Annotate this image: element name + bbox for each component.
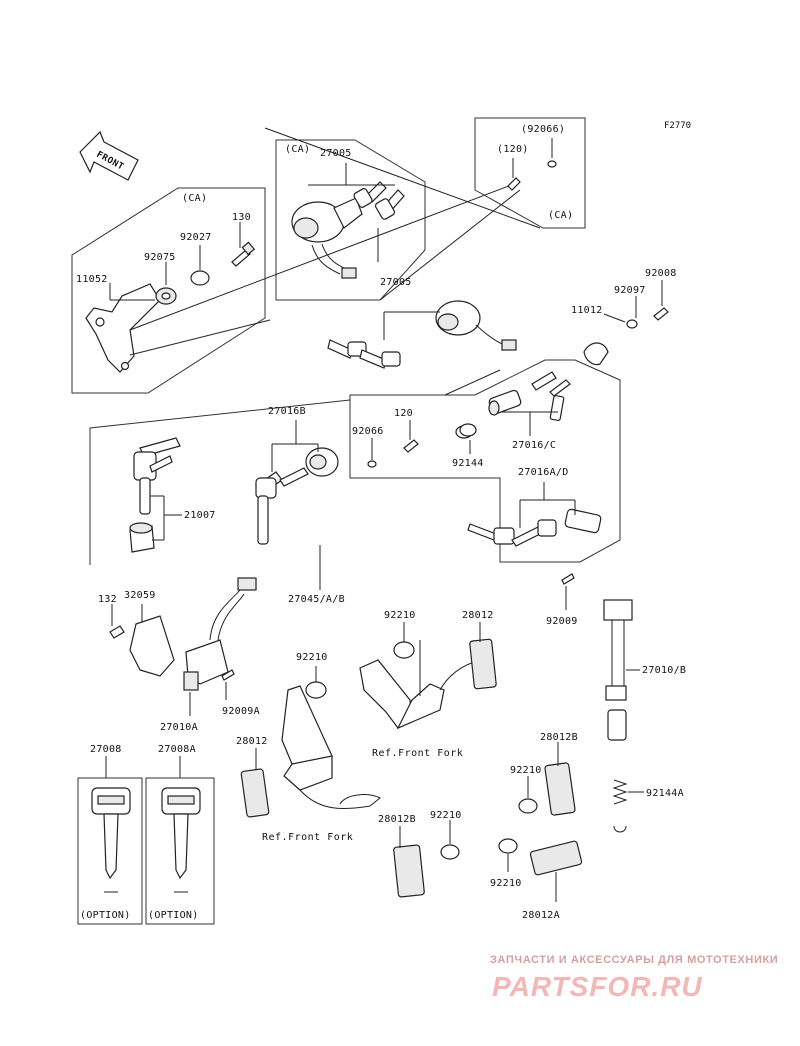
label-92009a: 92009A <box>222 706 260 717</box>
bracket-11012 <box>583 342 609 366</box>
label-27010b: 27010/B <box>642 665 686 676</box>
label-132: 132 <box>98 594 117 605</box>
label-92210-a: 92210 <box>384 610 416 621</box>
group-92066-120: (92066) (120) (CA) <box>474 117 586 229</box>
label-27016c: 27016/C <box>512 440 556 451</box>
group-11052: (CA) 11052 92075 92027 130 <box>71 187 266 394</box>
label-92009: 92009 <box>546 616 578 627</box>
collar-92027 <box>190 270 210 286</box>
group-21007: 21007 <box>89 399 351 565</box>
group-28012b: 28012B 92210 92144A <box>510 732 684 833</box>
label-27016b: 27016B <box>268 406 306 417</box>
group-27010b: 27010/B <box>603 599 686 741</box>
label-92210-d: 92210 <box>430 810 462 821</box>
note-ca-2: (CA) <box>285 144 310 155</box>
label-27016ad: 27016A/D <box>518 467 569 478</box>
label-27010a: 27010A <box>160 722 198 733</box>
label-11052: 11052 <box>76 274 108 285</box>
group-bottom-pads: 28012B 92210 92210 28012A <box>378 810 583 921</box>
label-28012b-b: 28012B <box>378 814 416 825</box>
bolt-130 <box>231 249 251 267</box>
label-92027: 92027 <box>180 232 212 243</box>
label-92066-a: (92066) <box>521 124 565 135</box>
label-21007: 21007 <box>184 510 216 521</box>
group-11012: 11012 92097 92008 <box>571 268 677 366</box>
label-28012-a: 28012 <box>462 610 494 621</box>
group-27016-main <box>327 300 517 369</box>
group-27008: 27008 27008A (OPTION) (OPTION) <box>77 744 215 925</box>
note-ca-1: (CA) <box>182 193 207 204</box>
label-28012a: 28012A <box>522 910 560 921</box>
label-92075: 92075 <box>144 252 176 263</box>
connector-27010b <box>603 599 633 621</box>
label-92210-e: 92210 <box>490 878 522 889</box>
label-92144: 92144 <box>452 458 484 469</box>
watermark: ЗАПЧАСТИ И АКСЕССУАРЫ ДЛЯ МОТОТЕХНИКИ PA… <box>490 954 778 1002</box>
ref-front-fork-1: Ref.Front Fork <box>372 748 463 759</box>
label-28012-b: 28012 <box>236 736 268 747</box>
label-120-b: 120 <box>394 408 413 419</box>
bracket-32059 <box>129 615 175 677</box>
label-27005-b: 27005 <box>380 277 412 288</box>
watermark-site: PARTSFOR.RU <box>492 971 703 1002</box>
watermark-tagline: ЗАПЧАСТИ И АКСЕССУАРЫ ДЛЯ МОТОТЕХНИКИ <box>490 954 778 966</box>
label-92066-b: 92066 <box>352 426 384 437</box>
label-28012b-a: 28012B <box>540 732 578 743</box>
group-fork-lower: 92210 28012 Ref.Front Fork <box>236 652 381 843</box>
label-92008: 92008 <box>645 268 677 279</box>
label-92210-b: 92210 <box>296 652 328 663</box>
label-92210-c: 92210 <box>510 765 542 776</box>
label-27008: 27008 <box>90 744 122 755</box>
label-32059: 32059 <box>124 590 156 601</box>
note-option-1: (OPTION) <box>80 910 131 921</box>
connector <box>341 267 357 279</box>
diagram-code: F2770 <box>664 121 691 131</box>
label-27045: 27045/A/B <box>288 594 345 605</box>
group-fork-upper: 92210 28012 Ref.Front Fork <box>359 610 497 759</box>
label-130: 130 <box>232 212 251 223</box>
pad-28012 <box>240 768 270 818</box>
label-27008a: 27008A <box>158 744 196 755</box>
bracket-11052 <box>85 283 161 373</box>
group-27010a: 132 32059 27010A 92009A <box>98 577 260 733</box>
note-option-2: (OPTION) <box>148 910 199 921</box>
label-92144a: 92144A <box>646 788 684 799</box>
group-27016ad: 27016A/D 92009 <box>467 467 602 627</box>
group-27016b: 27016B <box>255 406 339 545</box>
label-92097: 92097 <box>614 285 646 296</box>
label-11012: 11012 <box>571 305 603 316</box>
group-27005: (CA) 27005 27005 <box>275 139 426 301</box>
front-arrow: FRONT <box>79 130 139 181</box>
note-ca-3: (CA) <box>548 210 573 221</box>
group-27016c: 120 92066 92144 27016/C <box>349 359 621 563</box>
bracket-fork-lower <box>281 685 333 765</box>
ref-front-fork-2: Ref.Front Fork <box>262 832 353 843</box>
label-120-a: (120) <box>497 144 529 155</box>
